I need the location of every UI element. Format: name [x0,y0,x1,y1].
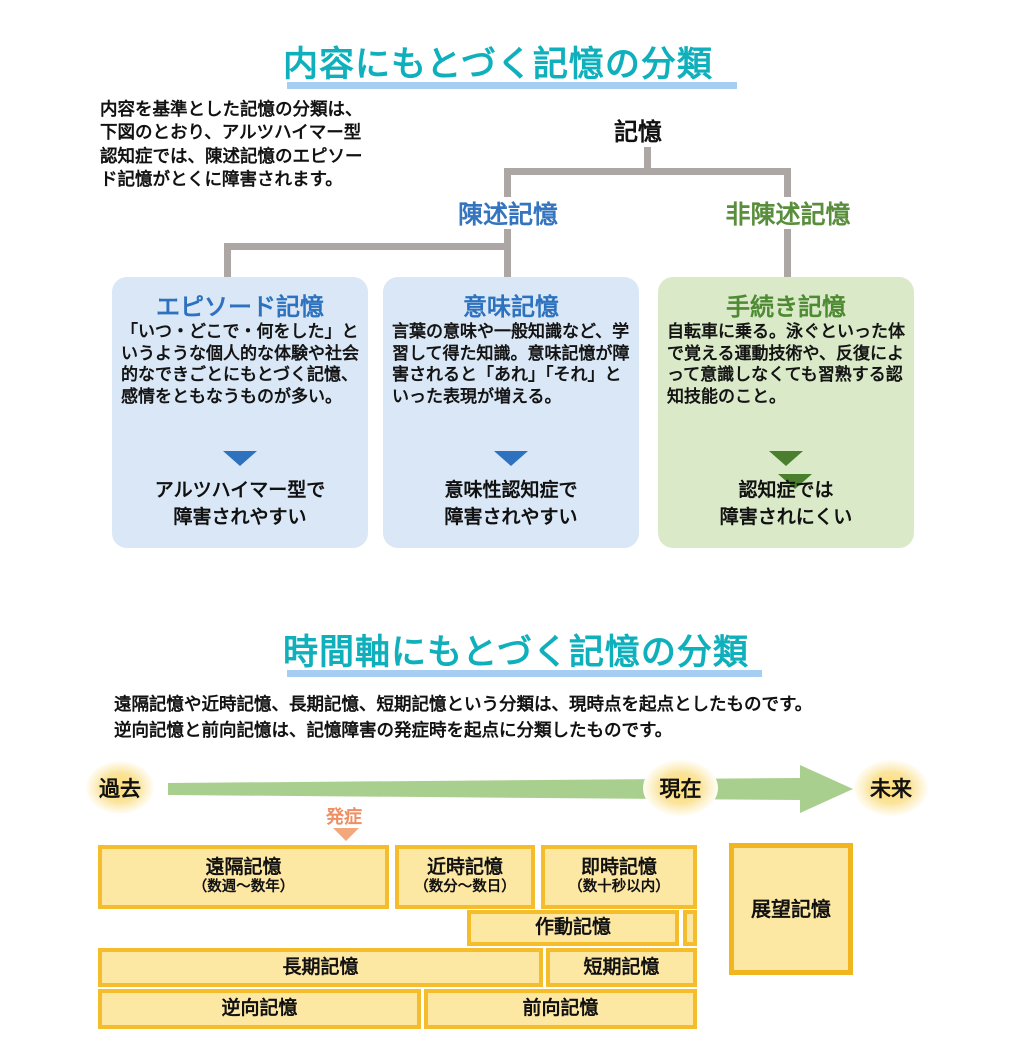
card-episodic-body: 「いつ・どこで・何をした」というような個人的な体験や社会的なできごとにもとづく記… [121,322,359,407]
tree-node-memory: 記憶 [614,118,662,146]
box-retrograde-label: 逆向記憶 [221,997,298,1020]
box-immediate-memory: 即時記憶 （数十秒以内） [541,845,697,909]
timeline-present-bubble: 現在 [643,760,718,816]
timeline-future-bubble: 未来 [854,760,928,816]
onset-down-arrow-icon [333,828,359,841]
tree-connector-level1 [504,168,791,175]
box-recent-label: 近時記憶 [426,856,503,879]
section-time-title-underline [287,670,762,677]
card-procedural-body: 自転車に乗る。泳ぐといった体で覚える運動技術や、反復によって意識しなくても習熟す… [667,322,905,407]
box-recent-memory: 近時記憶 （数分～数日） [395,845,535,909]
tree-connector-episodic-stub [224,243,231,279]
tree-connector-semantic-stem [504,243,511,279]
box-working-memory-extension [683,910,697,946]
card-episodic-memory: エピソード記憶 「いつ・どこで・何をした」というような個人的な体験や社会的なでき… [112,277,368,548]
card-procedural-memory: 手続き記憶 自転車に乗る。泳ぐといった体で覚える運動技術や、反復によって意識しな… [658,277,914,548]
box-working-memory: 作動記憶 [467,910,679,946]
box-immediate-label: 即時記憶 [580,856,657,879]
box-prospective-memory: 展望記憶 [729,843,853,975]
section-time-intro: 遠隔記憶や近時記憶、長期記憶、短期記憶という分類は、現時点を起点としたものです。… [114,695,813,742]
down-arrow-icon [494,451,528,466]
down-arrow-icon [778,474,812,489]
box-long-term-memory: 長期記憶 [98,948,543,987]
card-procedural-title: 手続き記憶 [726,293,846,321]
card-procedural-note: 認知症では 障害されにくい [719,479,853,528]
card-semantic-body: 言葉の意味や一般知識など、学習して得た知識。意味記憶が障害されると「あれ」「それ… [392,322,630,407]
tree-node-nondeclarative-memory: 非陳述記憶 [725,200,851,229]
box-remote-label: 遠隔記憶 [205,856,282,879]
box-short-term-label: 短期記憶 [583,955,660,978]
tree-connector-procedural-stem [784,229,791,279]
tree-connector-declarative-stub [504,168,511,197]
tree-connector-root-stem [644,147,651,175]
box-recent-range: （数分～数日） [414,879,516,896]
box-retrograde-memory: 逆向記憶 [98,989,421,1029]
box-anterograde-label: 前向記憶 [522,997,599,1020]
section-content-title-underline [287,82,737,89]
box-long-term-label: 長期記憶 [282,955,359,978]
card-episodic-title: エピソード記憶 [156,293,324,321]
onset-label: 発症 [326,807,362,828]
box-anterograde-memory: 前向記憶 [424,989,697,1029]
box-remote-memory: 遠隔記憶 （数週～数年） [98,845,389,909]
box-short-term-memory: 短期記憶 [546,948,697,987]
box-working-label: 作動記憶 [534,916,611,939]
box-prospective-label: 展望記憶 [751,896,831,921]
timeline-past-bubble: 過去 [86,761,154,814]
card-semantic-title: 意味記憶 [463,293,559,321]
card-episodic-note: アルツハイマー型で 障害されやすい [154,479,326,528]
tree-connector-level2 [224,243,511,250]
down-arrow-icon [223,451,257,466]
timeline-arrow [168,765,853,813]
card-semantic-note: 意味性認知症で 障害されやすい [444,479,578,528]
tree-connector-nondeclarative-stub [784,168,791,197]
box-immediate-range: （数十秒以内） [568,879,670,896]
box-remote-range: （数週～数年） [192,879,295,896]
tree-node-declarative-memory: 陳述記憶 [457,200,559,229]
section-time-title: 時間軸にもとづく記憶の分類 [283,633,749,673]
tree-connector-declarative-stem [504,229,511,250]
section-content-intro: 内容を基準とした記憶の分類は、 下図のとおり、アルツハイマー型 認知症では、陳述… [100,100,363,190]
section-content-title: 内容にもとづく記憶の分類 [283,45,713,85]
down-arrow-icon [769,451,803,466]
card-semantic-memory: 意味記憶 言葉の意味や一般知識など、学習して得た知識。意味記憶が障害されると「あ… [383,277,639,548]
